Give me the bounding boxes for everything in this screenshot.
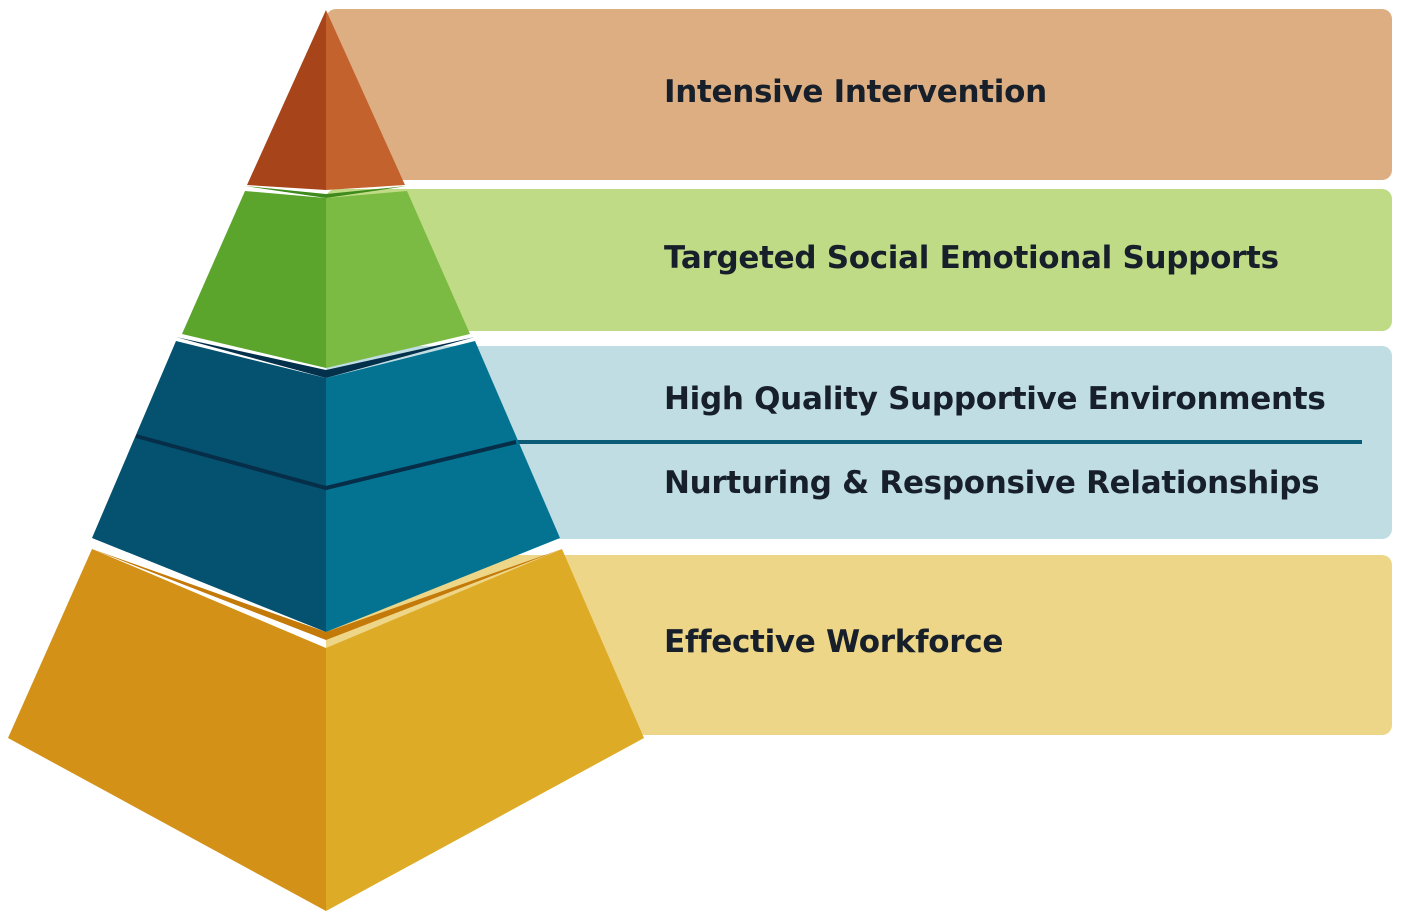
band-targeted-supports — [326, 189, 1392, 331]
pyramid-tier-gold — [8, 549, 644, 911]
pyramid-tier-green — [182, 186, 470, 368]
label-effective-workforce: Effective Workforce — [664, 624, 1004, 660]
pyramid-tier-blue — [92, 337, 560, 632]
label-nurturing-relationships: Nurturing & Responsive Relationships — [664, 465, 1320, 501]
label-intensive-intervention: Intensive Intervention — [664, 74, 1047, 110]
label-supportive-environments: High Quality Supportive Environments — [664, 381, 1326, 417]
pyramid-tier-top — [247, 10, 405, 190]
label-targeted-supports: Targeted Social Emotional Supports — [664, 240, 1279, 276]
band-intensive-intervention — [326, 9, 1392, 180]
